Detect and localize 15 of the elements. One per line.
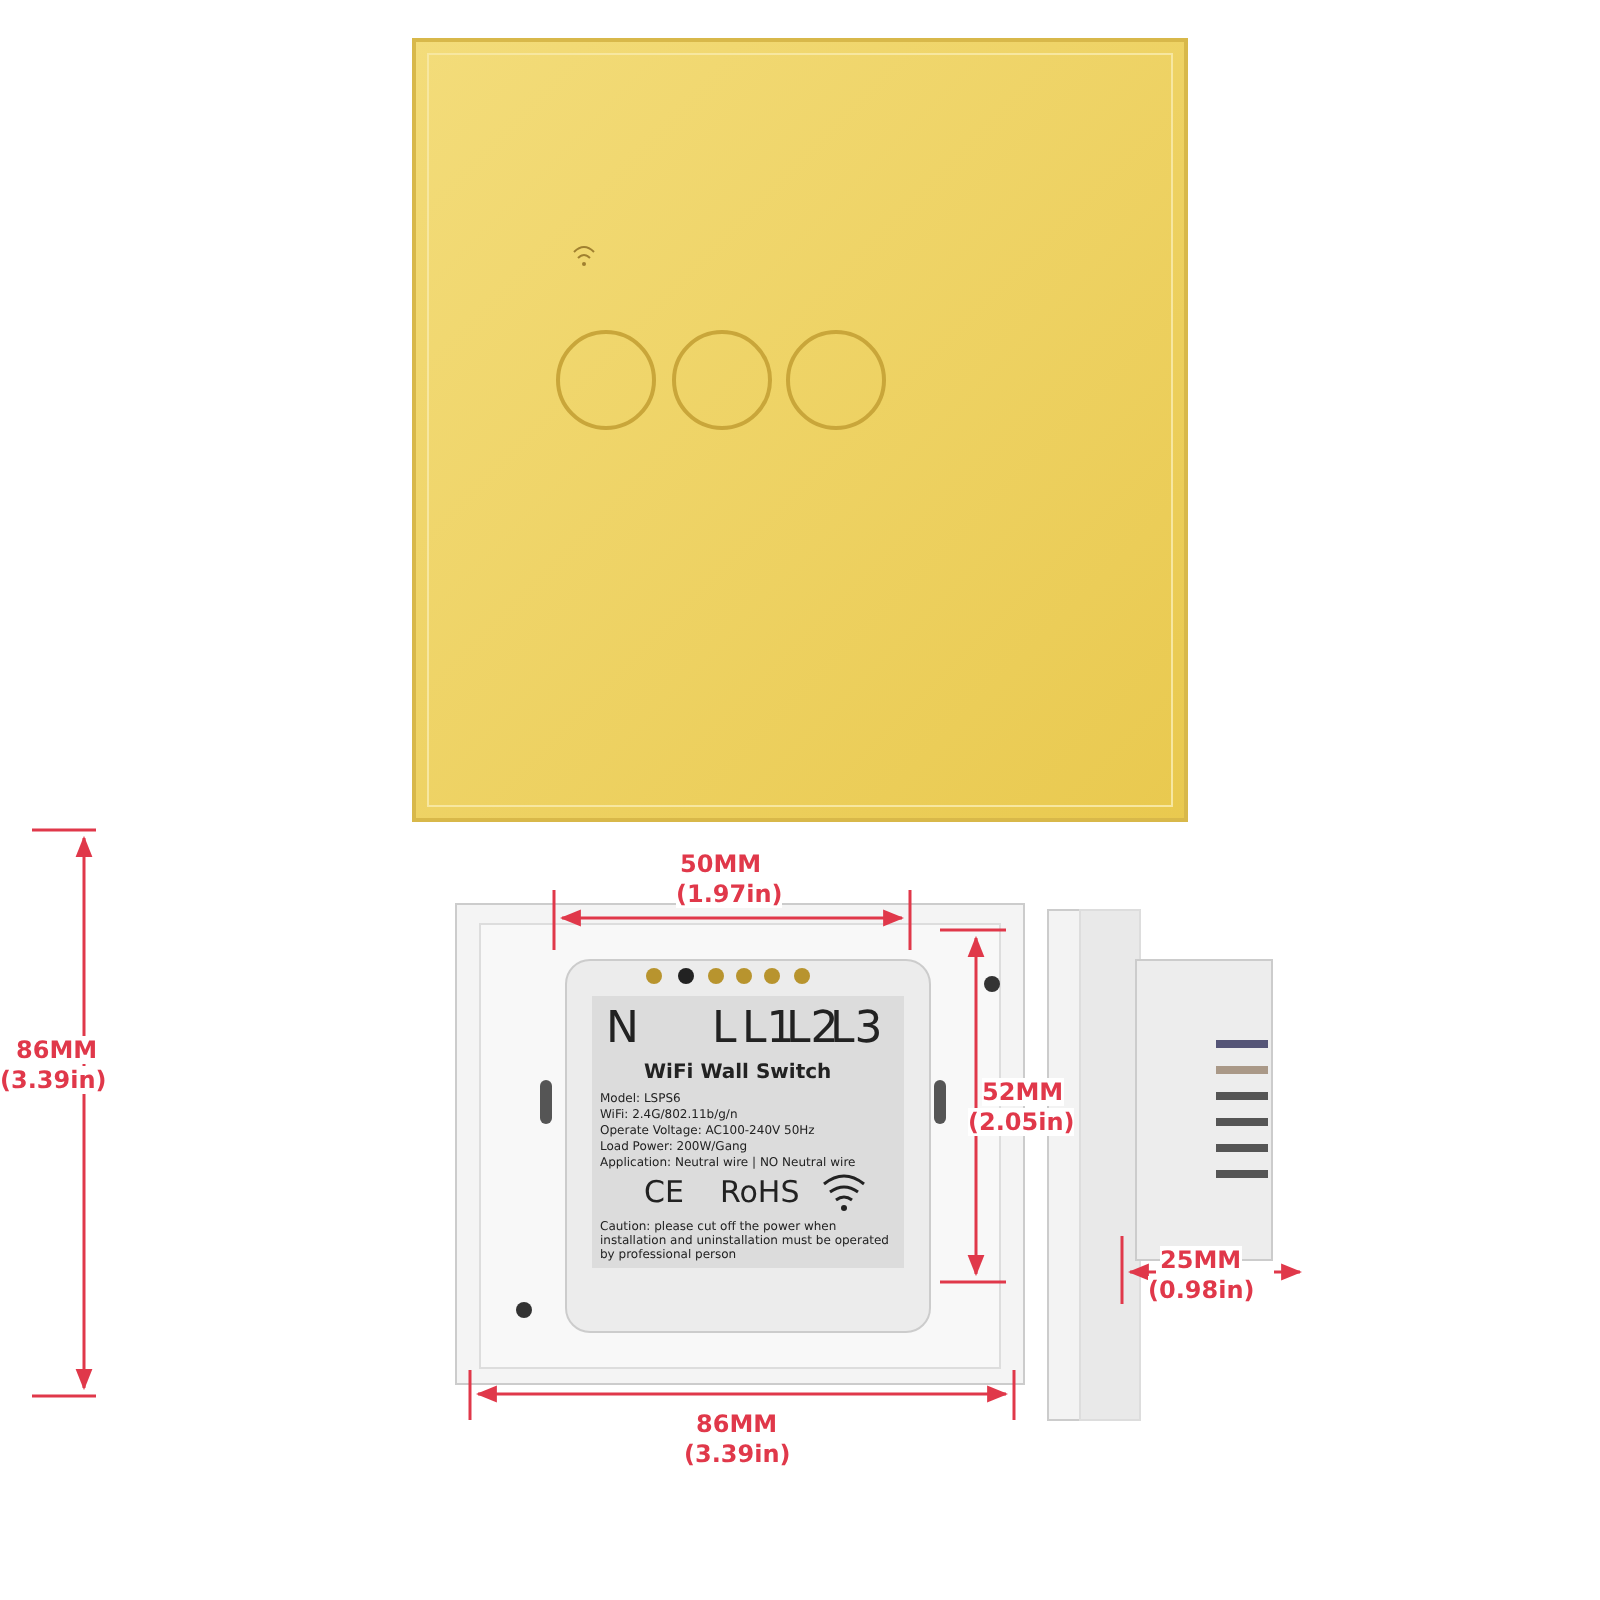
certification-mark: RoHS bbox=[720, 1178, 800, 1208]
dimension-label: 86MM bbox=[696, 1410, 778, 1438]
dimension-label: (0.98in) bbox=[1148, 1276, 1255, 1304]
dimension-label: (3.39in) bbox=[0, 1066, 107, 1094]
dimension-label: 86MM bbox=[16, 1036, 98, 1064]
dimension-label: 52MM bbox=[982, 1078, 1064, 1106]
dimension-label: 50MM bbox=[680, 850, 762, 878]
dimension-label: (3.39in) bbox=[684, 1440, 791, 1468]
terminal-label: N bbox=[606, 1008, 639, 1052]
certification-mark: CE bbox=[644, 1178, 684, 1208]
dimension-label: (2.05in) bbox=[968, 1108, 1075, 1136]
dimension-label: 25MM bbox=[1160, 1246, 1242, 1274]
product-title: WiFi Wall Switch bbox=[644, 1064, 832, 1084]
terminal-label: L bbox=[712, 1008, 737, 1052]
dimension-label: (1.97in) bbox=[676, 880, 783, 908]
